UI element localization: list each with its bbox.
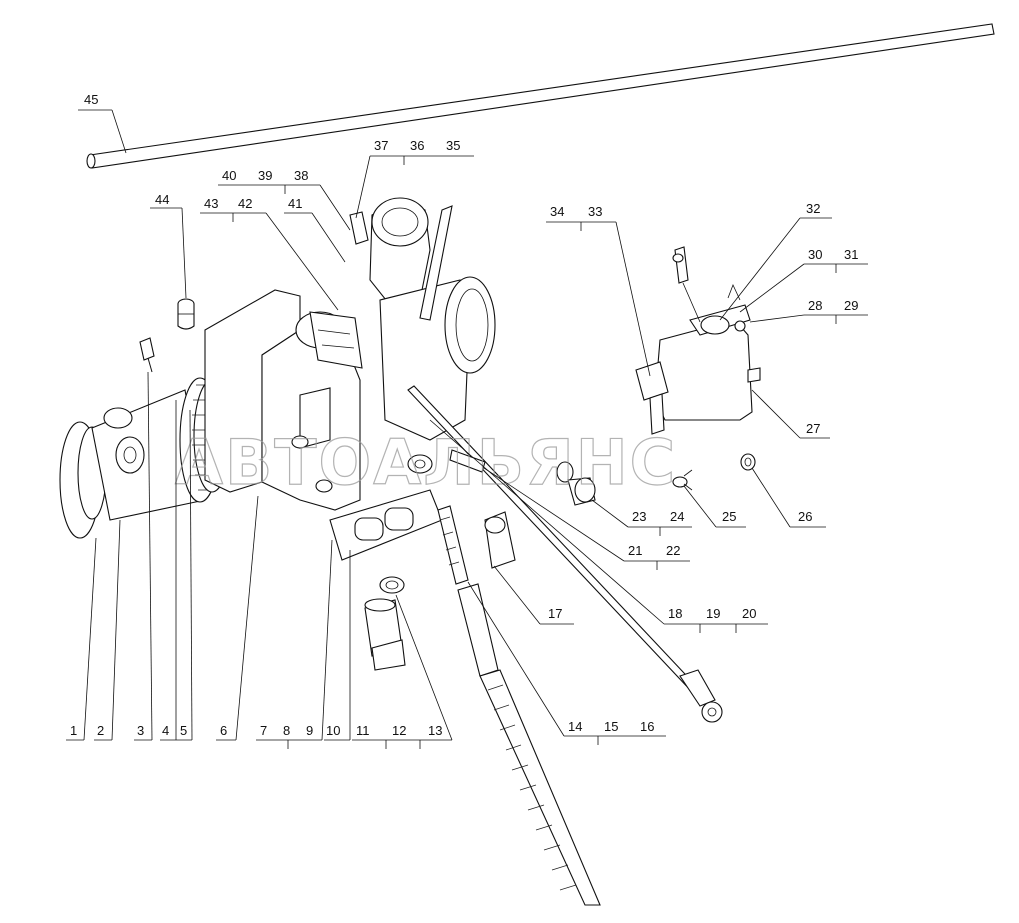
callout-20: 20 xyxy=(742,606,756,621)
callout-10: 10 xyxy=(326,723,340,738)
callout-8: 8 xyxy=(283,723,290,738)
part-corrugated-hose xyxy=(437,505,601,906)
watermark-text: АВТОАЛЬЯНС xyxy=(175,426,677,499)
callout-37: 37 xyxy=(374,138,388,153)
part-banjo-23-24 xyxy=(556,461,596,506)
callout-41: 41 xyxy=(288,196,302,211)
callout-17: 17 xyxy=(548,606,562,621)
callout-14: 14 xyxy=(568,719,582,734)
part-fitting-17 xyxy=(484,511,516,569)
callout-29: 29 xyxy=(844,298,858,313)
callout-24: 24 xyxy=(670,509,684,524)
callout-18: 18 xyxy=(668,606,682,621)
callout-layer: 45 44 43 42 40 39 38 41 37 36 35 34 xyxy=(66,92,868,749)
callout-31: 31 xyxy=(844,247,858,262)
callout-33: 33 xyxy=(588,204,602,219)
callout-39: 39 xyxy=(258,168,272,183)
callout-38: 38 xyxy=(294,168,308,183)
part-gasket-flange xyxy=(329,489,443,671)
part-hose-upper xyxy=(419,205,453,321)
callout-1: 1 xyxy=(70,723,77,738)
callout-3: 3 xyxy=(137,723,144,738)
callout-36: 36 xyxy=(410,138,424,153)
part-cap-44 xyxy=(177,298,195,330)
callout-43: 43 xyxy=(204,196,218,211)
callout-11: 11 xyxy=(356,723,370,738)
part-clamp-26 xyxy=(740,453,756,471)
callout-12: 12 xyxy=(392,723,406,738)
callout-44: 44 xyxy=(155,192,169,207)
callout-4: 4 xyxy=(162,723,169,738)
part-turbo-housing xyxy=(204,289,363,511)
callout-40: 40 xyxy=(222,168,236,183)
callout-35: 35 xyxy=(446,138,460,153)
part-clip-25 xyxy=(672,469,693,491)
part-actuator-bracket xyxy=(635,246,761,435)
callout-30: 30 xyxy=(808,247,822,262)
part-fitting-21-22 xyxy=(407,449,486,474)
callout-22: 22 xyxy=(666,543,680,558)
callout-32: 32 xyxy=(806,201,820,216)
callout-7: 7 xyxy=(260,723,267,738)
part-rod-45 xyxy=(86,23,995,169)
callout-23: 23 xyxy=(632,509,646,524)
callout-15: 15 xyxy=(604,719,618,734)
callout-9: 9 xyxy=(306,723,313,738)
callout-21: 21 xyxy=(628,543,642,558)
callout-25: 25 xyxy=(722,509,736,524)
callout-45: 45 xyxy=(84,92,98,107)
callout-16: 16 xyxy=(640,719,654,734)
callout-13: 13 xyxy=(428,723,442,738)
callout-28: 28 xyxy=(808,298,822,313)
callout-2: 2 xyxy=(97,723,104,738)
callout-27: 27 xyxy=(806,421,820,436)
part-compressor-outlet xyxy=(349,197,431,306)
callout-6: 6 xyxy=(220,723,227,738)
part-stud-3 xyxy=(139,337,155,373)
callout-26: 26 xyxy=(798,509,812,524)
callout-34: 34 xyxy=(550,204,564,219)
callout-19: 19 xyxy=(706,606,720,621)
part-turbine-housing xyxy=(379,276,496,441)
callout-5: 5 xyxy=(180,723,187,738)
callout-42: 42 xyxy=(238,196,252,211)
